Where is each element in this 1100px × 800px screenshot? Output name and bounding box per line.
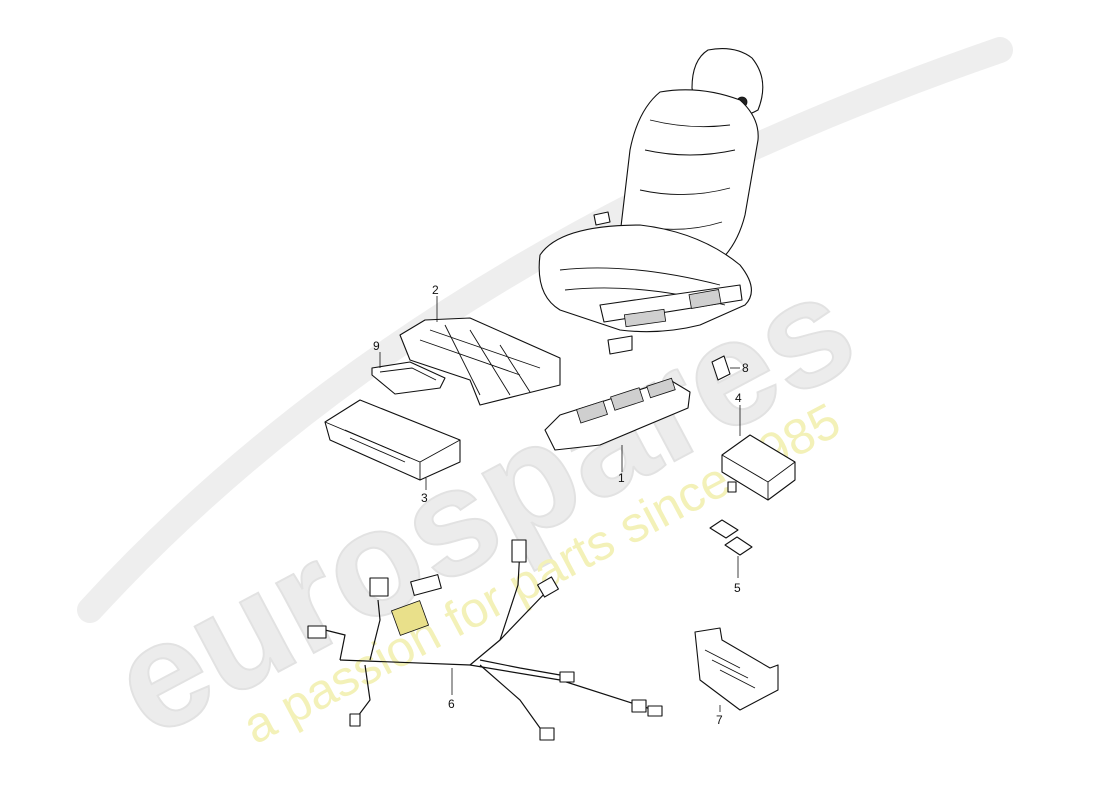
callout-3: 3 — [421, 491, 428, 505]
connector-lower-left — [349, 713, 361, 727]
seat-rail-front — [607, 335, 633, 355]
connector-right-top — [537, 576, 559, 598]
callout-8: 8 — [742, 361, 749, 375]
control-unit-connectors — [344, 429, 411, 463]
belt-buckle — [593, 211, 611, 226]
seat-switch-panel — [623, 308, 667, 328]
callout-1: 1 — [618, 471, 625, 485]
callout-9: 9 — [373, 339, 380, 353]
seat-switch-panel-2 — [688, 289, 722, 309]
harness-branch-upper-left — [369, 599, 381, 661]
connector-comb — [410, 574, 442, 596]
callout-5: 5 — [734, 581, 741, 595]
seat-frame-body — [399, 317, 561, 406]
part-4-relay: 4 — [721, 391, 796, 501]
callout-4: 4 — [735, 391, 742, 405]
part-3-control-unit: 3 — [324, 399, 461, 505]
bracket-slots — [704, 649, 756, 689]
cover-edge — [379, 367, 437, 381]
harness-trunk — [339, 659, 661, 713]
part-9-cover: 9 — [371, 339, 446, 395]
connector-mid — [559, 671, 575, 683]
backrest-stitching — [634, 119, 736, 230]
watermark: eurospares a passion for parts since 198… — [77, 37, 1013, 769]
watermark-swoosh — [77, 37, 1013, 623]
part-7-bracket: 7 — [694, 627, 779, 727]
bracket-body — [694, 627, 779, 711]
seat-frame-ribs — [419, 324, 541, 396]
harness-branch-left — [324, 629, 346, 661]
relay-body — [721, 434, 796, 501]
clip-1 — [709, 519, 739, 539]
harness-branch-lower-left — [354, 664, 371, 721]
part-2-seat-frame: 2 — [399, 283, 561, 406]
part-1-seat-switch: 1 — [544, 377, 691, 485]
switch-knob-2 — [610, 387, 644, 411]
harness-branch-mid — [479, 659, 561, 676]
clip-2 — [724, 536, 753, 556]
relay-mount — [727, 481, 737, 493]
connector-right — [631, 699, 647, 713]
seat-assembly — [538, 48, 764, 355]
control-unit-body — [324, 399, 461, 481]
callout-7: 7 — [716, 713, 723, 727]
callout-6: 6 — [448, 697, 455, 711]
cap-body — [711, 355, 731, 381]
connector-end — [647, 705, 663, 717]
connector-top-left — [369, 577, 389, 597]
seat-backrest — [619, 89, 759, 273]
connector-yellow — [390, 600, 430, 636]
switch-knob-1 — [576, 400, 608, 424]
switch-knob-3 — [646, 377, 676, 399]
relay-edges — [721, 454, 796, 500]
part-8-cap: 8 — [711, 355, 749, 381]
cover-body — [371, 361, 446, 395]
connector-top — [511, 539, 527, 563]
connector-bottom — [539, 727, 555, 741]
connector-left — [307, 625, 327, 639]
harness-branch-down — [479, 664, 546, 736]
part-5-clips: 5 — [709, 519, 753, 595]
part-6-wiring-harness: 6 — [307, 539, 663, 741]
callout-2: 2 — [432, 283, 439, 297]
